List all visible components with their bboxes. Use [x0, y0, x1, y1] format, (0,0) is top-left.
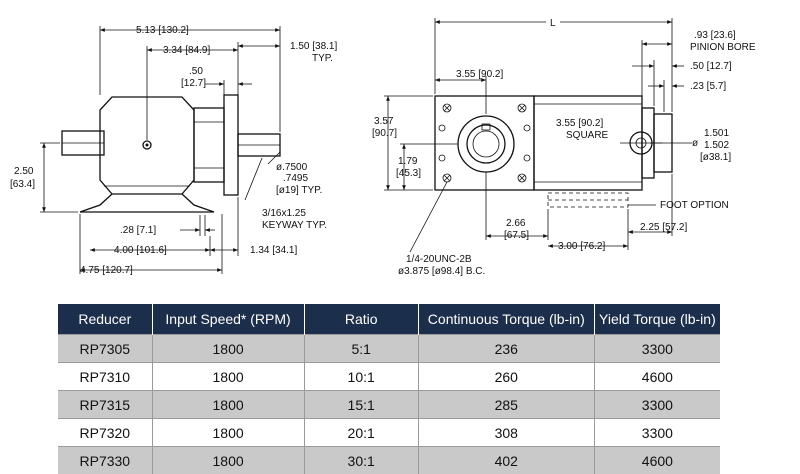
dim-225: 2.25 [57.2]	[640, 222, 687, 233]
table-row: RP7310 1800 10:1 260 4600	[58, 363, 720, 391]
dim-shaft-height-1: 2.50	[14, 166, 34, 177]
table-row: RP7320 1800 20:1 308 3300	[58, 419, 720, 447]
cell-ratio: 30:1	[304, 447, 418, 474]
cell-ratio: 5:1	[304, 335, 418, 363]
dim-flange-thk-1: .50	[189, 66, 203, 77]
dim-plate-height-1: 3.57	[374, 116, 394, 127]
dim-thread: 1/4-20UNC-2B	[406, 254, 472, 265]
dim-square-2: SQUARE	[566, 130, 609, 141]
cell-yield-torque: 3300	[594, 419, 720, 447]
table-row: RP7315 1800 15:1 285 3300	[58, 391, 720, 419]
dim-bore-2: 1.502	[704, 140, 729, 151]
dim-plate-width: 3.55 [90.2]	[456, 69, 503, 80]
dim-flange-thk-2: [12.7]	[181, 78, 206, 89]
dim-266-2: [67.5]	[504, 230, 529, 241]
dim-keyway-2: KEYWAY TYP.	[262, 220, 327, 231]
cell-yield-torque: 4600	[594, 363, 720, 391]
cell-input-speed: 1800	[152, 363, 304, 391]
dim-foot-total: 4.75 [120.7]	[80, 265, 133, 276]
cell-reducer: RP7320	[58, 419, 152, 447]
dim-pinion-bore-2: PINION BORE	[690, 42, 756, 53]
cell-input-speed: 1800	[152, 335, 304, 363]
spec-table: Reducer Input Speed* (RPM) Ratio Continu…	[58, 304, 720, 474]
table-row: RP7305 1800 5:1 236 3300	[58, 335, 720, 363]
dim-pilot: 1.50 [38.1]	[290, 41, 337, 52]
dim-center-2: [45.3]	[396, 168, 421, 179]
dim-square-1: 3.55 [90.2]	[556, 118, 603, 129]
cell-ratio: 20:1	[304, 419, 418, 447]
dim-266-1: 2.66	[506, 218, 526, 229]
table-row: RP7330 1800 30:1 402 4600	[58, 447, 720, 474]
col-ratio: Ratio	[304, 304, 418, 335]
end-view: L .93 [23.6] PINION BORE .50 [12.7] .23 …	[372, 16, 756, 277]
cell-ratio: 15:1	[304, 391, 418, 419]
col-reducer: Reducer	[58, 304, 152, 335]
cell-yield-torque: 3300	[594, 391, 720, 419]
col-input-speed: Input Speed* (RPM)	[152, 304, 304, 335]
cell-continuous-torque: 308	[418, 419, 594, 447]
cell-reducer: RP7310	[58, 363, 152, 391]
dim-foot-option: FOOT OPTION	[660, 200, 729, 211]
cell-reducer: RP7305	[58, 335, 152, 363]
cell-input-speed: 1800	[152, 391, 304, 419]
dim-overall-length: 5.13 [130.2]	[136, 25, 189, 36]
dim-bore-prefix: ø	[692, 138, 698, 149]
col-continuous-torque: Continuous Torque (lb-in)	[418, 304, 594, 335]
side-view: 5.13 [130.2] 3.34 [84.9] 1.50 [38.1] TYP…	[10, 25, 337, 276]
dim-to-flange: 3.34 [84.9]	[163, 45, 210, 56]
dim-foot-offset: 1.34 [34.1]	[250, 245, 297, 256]
dim-shaft-height-2: [63.4]	[10, 179, 35, 190]
dim-keyway-1: 3/16x1.25	[262, 208, 306, 219]
dim-shaft-dia-3: [ø19] TYP.	[276, 185, 322, 196]
col-yield-torque: Yield Torque (lb-in)	[594, 304, 720, 335]
cell-continuous-torque: 402	[418, 447, 594, 474]
cell-yield-torque: 4600	[594, 447, 720, 474]
dim-quarter-inch: .23 [5.7]	[690, 81, 726, 92]
cell-continuous-torque: 285	[418, 391, 594, 419]
dim-plate-height-2: [90.7]	[372, 128, 397, 139]
dim-shaft-dia-2: .7495	[283, 173, 308, 184]
table-header-row: Reducer Input Speed* (RPM) Ratio Continu…	[58, 304, 720, 335]
dim-foot-spacing: 4.00 [101.6]	[114, 245, 167, 256]
dim-bore-3: [ø38.1]	[700, 152, 731, 163]
cell-continuous-torque: 236	[418, 335, 594, 363]
dim-shaft-dia-1: ø.7500	[276, 162, 308, 173]
dim-foot-thk: .28 [7.1]	[120, 225, 156, 236]
dim-bolt-circle: ø3.875 [ø98.4] B.C.	[398, 266, 485, 277]
cell-input-speed: 1800	[152, 447, 304, 474]
gear-reducer-drawing: 5.13 [130.2] 3.34 [84.9] 1.50 [38.1] TYP…	[0, 0, 800, 300]
dim-300: 3.00 [76.2]	[558, 241, 605, 252]
cell-input-speed: 1800	[152, 419, 304, 447]
dim-center-1: 1.79	[398, 156, 418, 167]
dim-bore-1: 1.501	[704, 128, 729, 139]
cell-reducer: RP7330	[58, 447, 152, 474]
cell-reducer: RP7315	[58, 391, 152, 419]
cell-ratio: 10:1	[304, 363, 418, 391]
cell-yield-torque: 3300	[594, 335, 720, 363]
dim-half-inch: .50 [12.7]	[690, 61, 732, 72]
cell-continuous-torque: 260	[418, 363, 594, 391]
dim-pinion-bore-1: .93 [23.6]	[694, 30, 736, 41]
dim-length-l: L	[550, 18, 556, 29]
dim-pilot-note: TYP.	[312, 53, 333, 64]
